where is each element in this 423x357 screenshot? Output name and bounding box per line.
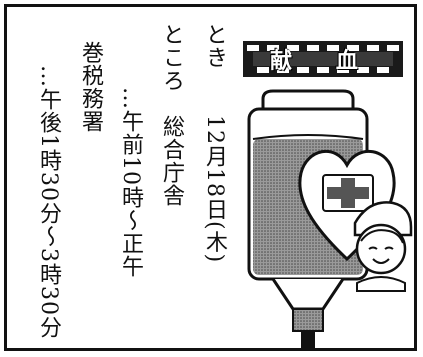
place-label: ところ bbox=[159, 23, 184, 92]
title-banner: 献 血 bbox=[243, 41, 403, 77]
place-tax-office: 巻税務署 bbox=[78, 41, 103, 133]
title-banner-background bbox=[243, 41, 403, 77]
date-label: とき bbox=[202, 23, 227, 69]
date-value: 12月18日(木) bbox=[202, 115, 227, 264]
place-value: 総合庁舎 bbox=[159, 115, 184, 207]
blood-donation-illustration bbox=[243, 77, 415, 352]
time-morning: …午前10時〜正午 bbox=[118, 87, 143, 278]
poster-frame: 献 血 とき ところ 12月18日(木) 総合庁舎 …午前10時〜正午 巻税務署… bbox=[4, 4, 417, 351]
nurse-icon bbox=[353, 201, 413, 292]
poster-title: 献 血 bbox=[270, 48, 376, 74]
red-cross-icon bbox=[322, 174, 374, 212]
time-afternoon: …午後1時30分〜3時30分 bbox=[36, 65, 61, 339]
